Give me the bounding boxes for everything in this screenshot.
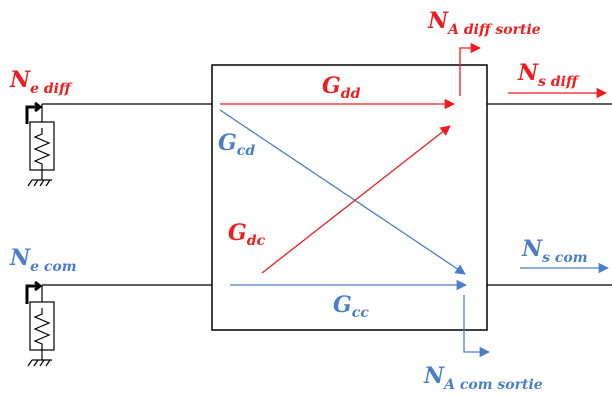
g-dd-label: Gdd <box>322 73 361 102</box>
g-dc-label: Gdc <box>228 220 266 249</box>
ground-icon <box>27 359 52 367</box>
two-port-box <box>211 64 488 331</box>
source-resistor-com <box>27 285 55 367</box>
port-wires <box>42 103 612 286</box>
ns-diff-label: Ns diff <box>517 60 580 90</box>
source-flag-com-icon <box>25 280 43 304</box>
na-diff-arrow <box>459 42 482 96</box>
na-com-sortie-label: NA com sortie <box>423 363 543 393</box>
ns-com-label: Ns com <box>521 236 588 266</box>
na-diff-sortie-label: NA diff sortie <box>427 8 541 38</box>
g-cd-arrow <box>219 109 466 275</box>
g-dc-arrow <box>261 125 451 274</box>
ne-com-label: Ne com <box>9 245 77 275</box>
source-flag-diff-icon <box>25 101 43 124</box>
ne-diff-label: Ne diff <box>9 67 73 97</box>
ground-icon <box>27 179 52 187</box>
source-resistor-diff <box>27 104 55 187</box>
g-cc-label: Gcc <box>333 292 369 321</box>
na-com-arrow <box>463 295 491 358</box>
g-cd-label: Gcd <box>218 130 255 159</box>
